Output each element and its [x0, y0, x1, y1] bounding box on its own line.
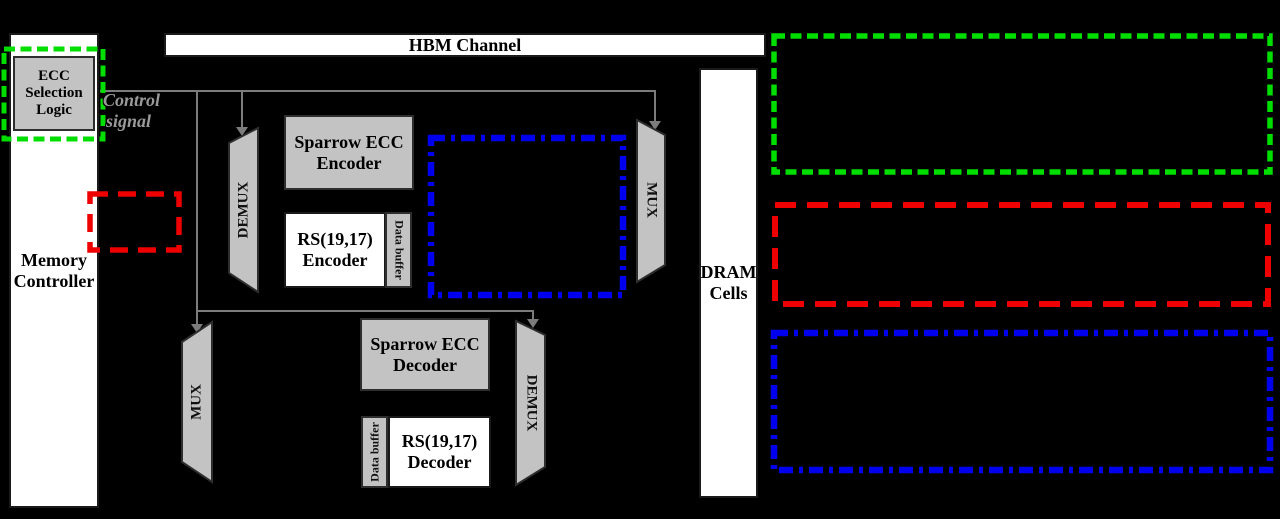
- rs-encoder-label: Encoder: [302, 250, 368, 270]
- dram-cells-label: Cells: [709, 283, 748, 303]
- arrowhead-mux-bottom: [191, 324, 203, 333]
- arrowhead-demux-top: [236, 127, 248, 136]
- control-signal-text: Control: [103, 90, 161, 110]
- ecc-selection-logic-label: Selection: [25, 84, 83, 101]
- ecc-selection-logic-label: ECC: [38, 67, 70, 84]
- rs-decoder-label: RS(19,17): [401, 431, 478, 452]
- blue-dashdot-box-middle: [427, 134, 627, 299]
- control-signal-annotation: Control signal: [103, 90, 160, 131]
- ecc-selection-logic-block: ECC Selection Logic: [13, 56, 95, 131]
- sparrow-ecc-encoder-label: Sparrow ECC: [294, 131, 404, 152]
- mux-top-label: MUX: [643, 182, 660, 218]
- demux-top-label: DEMUX: [235, 181, 252, 239]
- rs-decoder-label: Decoder: [407, 452, 472, 472]
- sparrow-ecc-decoder-label: Decoder: [393, 354, 457, 375]
- memory-controller-label: Memory: [21, 249, 87, 270]
- data-buffer-decoder-label: Data buffer: [367, 422, 382, 482]
- hbm-channel-label: HBM Channel: [408, 34, 522, 55]
- blue-dashdot-legend-box: [770, 329, 1274, 474]
- memory-controller-label: Controller: [13, 270, 95, 291]
- demux-bottom-label: DEMUX: [523, 374, 540, 432]
- sparrow-ecc-encoder-label: Encoder: [316, 152, 382, 173]
- sparrow-ecc-encoder-block: Sparrow ECC Encoder: [284, 115, 414, 190]
- dram-cells-block: DRAM Cells: [699, 68, 758, 498]
- sparrow-ecc-decoder-block: Sparrow ECC Decoder: [360, 318, 490, 391]
- arrowhead-demux-bottom: [527, 319, 539, 328]
- dram-cells-label: DRAM: [700, 262, 757, 283]
- hbm-channel-bar: HBM Channel: [164, 33, 766, 57]
- rs-encoder-label: RS(19,17): [297, 229, 373, 250]
- green-dashed-legend-box: [771, 33, 1273, 175]
- data-buffer-encoder-label: Data buffer: [392, 220, 407, 280]
- control-signal-text: signal: [106, 110, 152, 131]
- ecc-selection-logic-label: Logic: [36, 102, 72, 119]
- arrowhead-mux-top: [649, 121, 661, 130]
- rs-decoder-block: RS(19,17) Decoder: [388, 416, 491, 488]
- rs-encoder-block: RS(19,17) Encoder: [284, 212, 386, 288]
- data-buffer-decoder-strip: [361, 416, 388, 488]
- red-dashed-box-left: [87, 191, 182, 253]
- data-buffer-encoder-strip: [385, 212, 412, 288]
- sparrow-ecc-decoder-label: Sparrow ECC: [370, 333, 480, 354]
- mux-bottom-label: MUX: [188, 384, 205, 420]
- red-dashed-legend-box: [772, 202, 1271, 307]
